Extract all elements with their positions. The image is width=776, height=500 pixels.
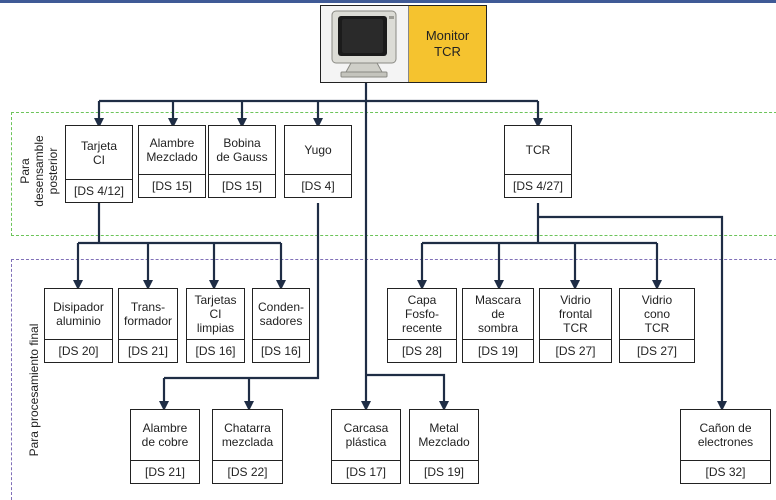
node-name: Metal Mezclado [418, 421, 470, 449]
node-ds: [DS 4/27] [505, 174, 571, 197]
node-ds: [DS 17] [332, 460, 400, 483]
node-name: Vidrio cono TCR [641, 293, 673, 335]
node-name: Chatarra mezclada [221, 421, 274, 449]
node-disipador-aluminio: Disipador aluminio [DS 20] [44, 288, 113, 363]
node-ds: [DS 20] [45, 339, 112, 362]
node-vidrio-frontal-tcr: Vidrio frontal TCR [DS 27] [539, 288, 612, 363]
node-condensadores: Conden- sadores [DS 16] [252, 288, 310, 363]
node-name: Capa Fosfo- recente [401, 293, 443, 335]
node-transformador: Trans- formador [DS 21] [118, 288, 178, 363]
node-ds: [DS 27] [620, 339, 694, 362]
node-alambre-mezclado: Alambre Mezclado [DS 15] [138, 125, 206, 198]
node-yugo: Yugo [DS 4] [284, 125, 352, 198]
node-vidrio-cono-tcr: Vidrio cono TCR [DS 27] [619, 288, 695, 363]
region-procesamiento [11, 259, 776, 500]
node-name: Alambre de cobre [141, 421, 189, 449]
node-tcr: TCR [DS 4/27] [504, 125, 572, 198]
root-monitor-tcr: Monitor TCR [320, 5, 487, 83]
node-name: Tarjetas CI limpias [194, 293, 237, 335]
node-alambre-cobre: Alambre de cobre [DS 21] [130, 409, 200, 484]
node-name: Carcasa plástica [343, 421, 389, 449]
node-ds: [DS 22] [213, 460, 282, 483]
node-ds: [DS 32] [681, 460, 770, 483]
node-ds: [DS 21] [131, 460, 199, 483]
node-name: Bobina de Gauss [216, 136, 268, 164]
node-chatarra-mezclada: Chatarra mezclada [DS 22] [212, 409, 283, 484]
node-ds: [DS 15] [209, 174, 275, 197]
node-name: Disipador aluminio [53, 300, 104, 328]
node-mascara-sombra: Mascara de sombra [DS 19] [462, 288, 534, 363]
node-name: Yugo [304, 143, 332, 157]
node-name: TCR [525, 143, 551, 157]
node-name: Mascara de sombra [474, 293, 521, 335]
node-name: Alambre Mezclado [146, 136, 198, 164]
node-bobina-gauss: Bobina de Gauss [DS 15] [208, 125, 276, 198]
node-name: Vidrio frontal TCR [558, 293, 593, 335]
node-name: Tarjeta CI [80, 138, 118, 167]
node-ds: [DS 27] [540, 339, 611, 362]
node-capa-fosforecente: Capa Fosfo- recente [DS 28] [387, 288, 457, 363]
node-tarjeta-ci: Tarjeta CI [DS 4/12] [65, 125, 133, 203]
node-ds: [DS 19] [463, 339, 533, 362]
node-ds: [DS 4] [285, 174, 351, 197]
node-metal-mezclado: Metal Mezclado [DS 19] [409, 409, 479, 484]
node-carcasa-plastica: Carcasa plástica [DS 17] [331, 409, 401, 484]
node-name: Cañon de electrones [697, 421, 754, 449]
node-name: Conden- sadores [257, 300, 305, 328]
node-tarjetas-ci-limpias: Tarjetas CI limpias [DS 16] [186, 288, 245, 363]
node-ds: [DS 28] [388, 339, 456, 362]
crt-monitor-icon [321, 6, 409, 82]
node-ds: [DS 16] [253, 339, 309, 362]
node-ds: [DS 4/12] [66, 179, 132, 202]
node-ds: [DS 19] [410, 460, 478, 483]
root-label: Monitor TCR [409, 6, 486, 82]
node-ds: [DS 15] [139, 174, 205, 197]
node-canon-electrones: Cañon de electrones [DS 32] [680, 409, 771, 484]
node-ds: [DS 21] [119, 339, 177, 362]
node-name: Trans- formador [123, 300, 173, 328]
region-desensamble [11, 112, 776, 236]
node-ds: [DS 16] [187, 339, 244, 362]
top-border [0, 0, 776, 3]
